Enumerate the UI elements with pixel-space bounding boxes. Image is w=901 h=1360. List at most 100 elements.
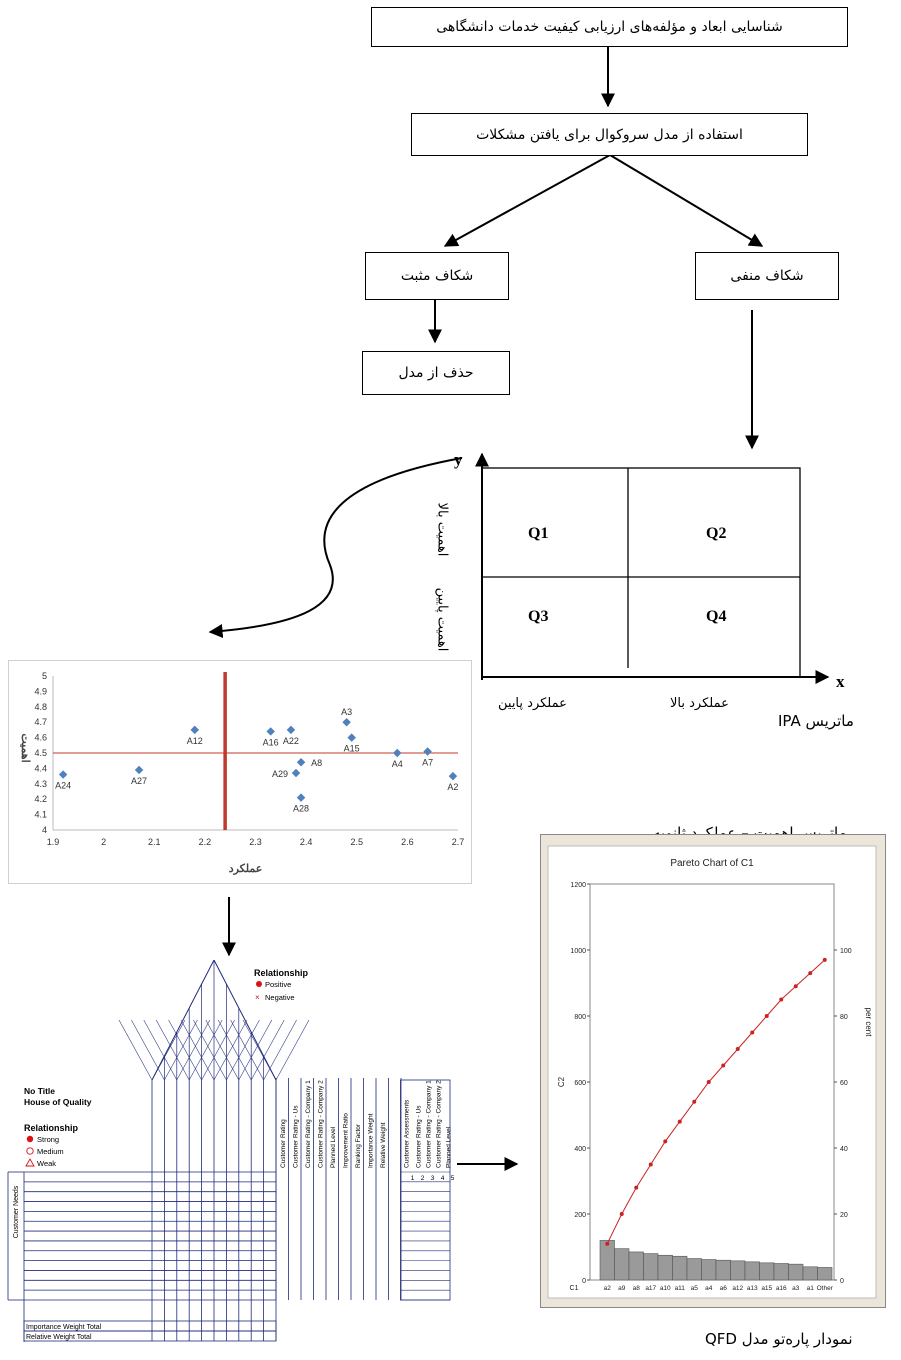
medium-icon [26, 1147, 34, 1155]
scatter-ytick: 4.4 [34, 763, 47, 773]
hoq-roof-lattice [143, 1019, 178, 1081]
hoq-roof-lattice [213, 1019, 248, 1081]
scatter-point [342, 717, 351, 727]
step2-text: استفاده از مدل سروکوال برای یافتن مشکلات [476, 126, 743, 143]
quadrant-q2: Q2 [706, 525, 727, 542]
pareto-ytick-right: 100 [840, 948, 852, 955]
pareto-bar [701, 1259, 717, 1281]
qfd-caption: نمودار پاره‌تو مدل QFD [705, 1330, 853, 1348]
pareto-cumulative-point [822, 957, 827, 962]
scatter-ytick: 4.7 [34, 717, 47, 727]
hoq-relationship-left: Relationship [24, 1123, 79, 1133]
step1-box: شناسایی ابعاد و مؤلفه‌های ارزیابی کیفیت … [371, 7, 848, 47]
scatter-point [296, 757, 306, 767]
hoq-strong: Strong [37, 1135, 59, 1144]
pareto-cumulative-point [779, 997, 784, 1002]
hoq-roof-lattice [238, 1019, 273, 1081]
scatter-xtick: 1.9 [47, 837, 60, 847]
scatter-point [286, 725, 296, 735]
pareto-ytick: 600 [574, 1080, 586, 1087]
pareto-xtick: Other [817, 1285, 834, 1292]
scatter-point-label: A28 [293, 804, 309, 814]
hoq-roof-lattice [180, 1019, 215, 1081]
hoq-roof-lattice [168, 1019, 202, 1081]
scatter-point [266, 727, 275, 736]
hoq-relative-total: Relative Weight Total [26, 1334, 92, 1341]
hoq-positive: Positive [265, 980, 291, 989]
pareto-bar [686, 1258, 702, 1281]
hoq-column-header: Importance Weight [368, 1113, 375, 1168]
curved-arrow [208, 457, 463, 638]
scatter-ytick: 5 [42, 671, 47, 681]
scatter-point-label: A16 [263, 737, 279, 747]
scatter-point [423, 747, 432, 756]
hoq-roof-lattice [176, 1019, 211, 1081]
quadrant-q4: Q4 [706, 608, 727, 625]
hoq-medium: Medium [37, 1147, 64, 1156]
pareto-xlabel: C1 [570, 1285, 579, 1292]
positive-icon [256, 981, 262, 987]
pareto-cumulative-line [606, 959, 826, 1244]
pareto-bar [730, 1260, 746, 1281]
pareto-bar [802, 1266, 818, 1281]
negative-icon: × [255, 993, 260, 1002]
pareto-cumulative-point [692, 1099, 697, 1104]
scatter-point-label: A22 [283, 736, 299, 746]
scatter-ytick: 4.8 [34, 702, 47, 712]
scatter-point [393, 748, 402, 758]
pareto-xtick: a15 [761, 1285, 772, 1292]
pareto-ytick-right: 60 [840, 1080, 848, 1087]
scatter-point [58, 770, 68, 779]
pareto-bar [628, 1251, 644, 1281]
hoq-roof-lattice [201, 1019, 235, 1081]
hoq-no-title: No Title [24, 1086, 55, 1096]
hoq-house-title: House of Quality [24, 1097, 92, 1107]
scatter-xtick: 2.4 [300, 837, 313, 847]
pareto-bar [788, 1263, 804, 1281]
hoq-column-header: Relative Weight [380, 1122, 387, 1168]
hoq-roof-lattice [193, 1019, 227, 1081]
ipa-high-performance: عملکرد بالا [670, 696, 729, 711]
pareto-bar [657, 1254, 673, 1281]
scatter-ylabel: اهمیت [19, 733, 31, 762]
scatter-point-label: A2 [447, 782, 458, 792]
hoq-roof-lattice [242, 1019, 277, 1081]
scatter-xtick: 2.6 [401, 837, 414, 847]
pareto-xtick: a11 [675, 1285, 686, 1292]
pareto-ytick: 800 [574, 1014, 586, 1021]
scatter-point [291, 768, 301, 778]
hoq-column-header: Improvement Ratio [343, 1113, 350, 1168]
hoq-column-header: Customer Rating - Company 2 [318, 1080, 325, 1168]
pareto-cumulative-point [721, 1063, 726, 1068]
scatter-point [448, 771, 458, 781]
scatter-point [190, 725, 199, 735]
pareto-ytick: 1000 [570, 948, 586, 955]
pareto-bar [599, 1240, 615, 1281]
pareto-cumulative-point [677, 1119, 682, 1124]
pareto-cumulative-point [634, 1185, 639, 1190]
pareto-ytick: 200 [574, 1212, 586, 1219]
scatter-xtick: 2.1 [148, 837, 161, 847]
pareto-ytick-right: 40 [840, 1146, 848, 1153]
hoq-customer-needs: Customer Needs [13, 1185, 20, 1238]
hoq-column-header: Ranking Factor [355, 1123, 362, 1168]
pareto-ytick: 0 [582, 1278, 586, 1285]
ipa-low-importance: اهمیت پایین [434, 587, 450, 652]
quadrant-q3: Q3 [528, 608, 549, 625]
scatter-ytick: 4.6 [34, 733, 47, 743]
pareto-cumulative-point [648, 1162, 653, 1167]
strong-icon [26, 1135, 34, 1143]
hoq-roof-lattice [230, 1019, 264, 1081]
scatter-point-label: A27 [131, 776, 147, 786]
scatter-xlabel: عملکرد [229, 863, 263, 875]
pareto-ytick: 400 [574, 1146, 586, 1153]
arrow-right-pareto [457, 1157, 519, 1171]
hoq-roof-lattice [226, 1019, 260, 1081]
pareto-xtick: a12 [732, 1285, 743, 1292]
pareto-xtick: a10 [660, 1285, 671, 1292]
scatter-point-label: A24 [55, 781, 71, 791]
hoq-roof-lattice [151, 1019, 186, 1081]
hoq-customer-assessments: Customer Assessments [404, 1099, 411, 1168]
pareto-bar [643, 1253, 659, 1281]
